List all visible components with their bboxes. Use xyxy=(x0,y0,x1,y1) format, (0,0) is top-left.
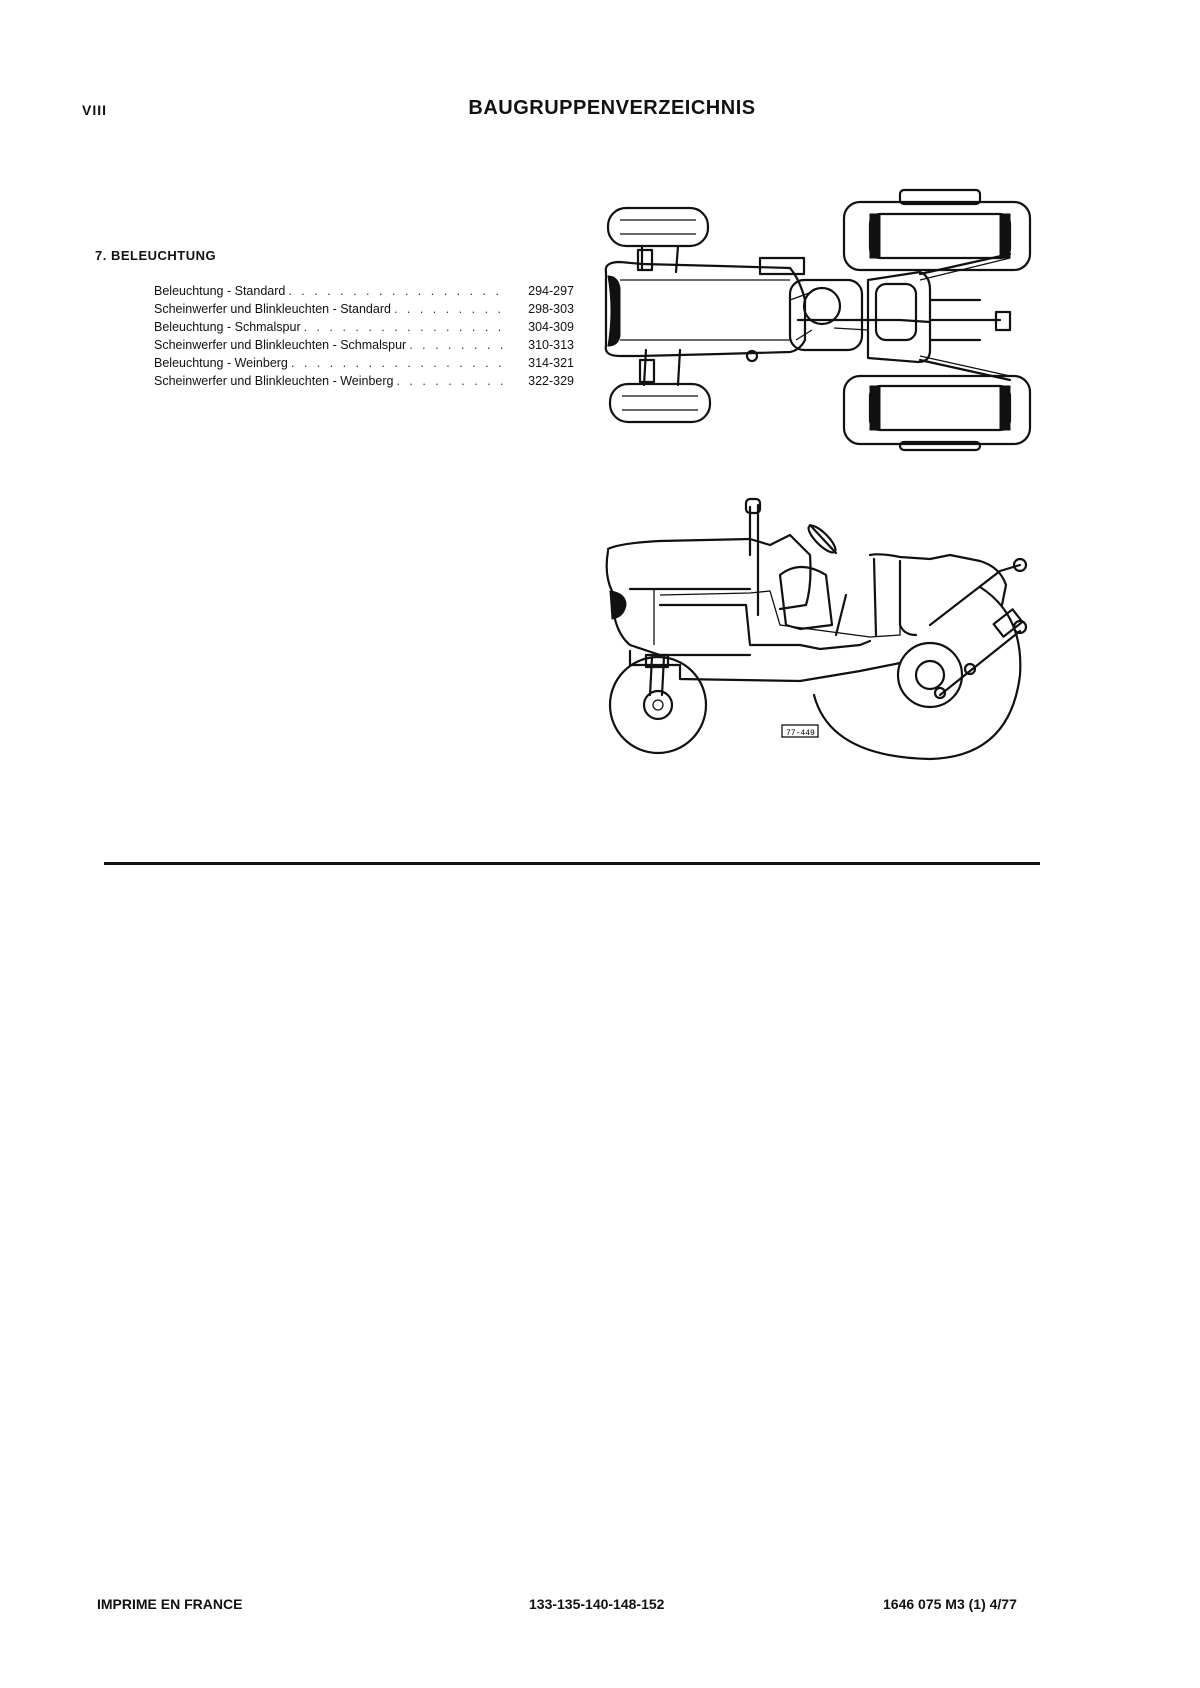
toc-entry-pages: 322-329 xyxy=(528,374,574,388)
toc-entry-pages: 314-321 xyxy=(528,356,574,370)
page-title: BAUGRUPPENVERZEICHNIS xyxy=(468,97,756,119)
toc-entry: Beleuchtung - Weinberg 314-321 xyxy=(154,354,574,372)
toc-entry-label: Scheinwerfer und Blinkleuchten - Standar… xyxy=(154,302,391,316)
dot-leader xyxy=(288,282,508,300)
toc-entry: Scheinwerfer und Blinkleuchten - Weinber… xyxy=(154,372,574,390)
footer-center: 133-135-140-148-152 xyxy=(529,1596,665,1612)
toc-entry-label: Beleuchtung - Schmalspur xyxy=(154,320,301,334)
footer-right: 1646 075 M3 (1) 4/77 xyxy=(883,1596,1017,1612)
toc-list: Beleuchtung - Standard 294-297 Scheinwer… xyxy=(154,282,574,390)
tractor-side-view-wiring-icon: 77-449 xyxy=(605,497,1028,761)
section-heading: 7. BELEUCHTUNG xyxy=(95,248,217,263)
dot-leader xyxy=(291,354,508,372)
toc-entry-label: Scheinwerfer und Blinkleuchten - Weinber… xyxy=(154,374,394,388)
toc-entry-pages: 304-309 xyxy=(528,320,574,334)
tractor-top-view-wiring-icon xyxy=(604,188,1032,452)
toc-entry: Scheinwerfer und Blinkleuchten - Schmals… xyxy=(154,336,574,354)
dot-leader xyxy=(394,300,508,318)
toc-entry: Beleuchtung - Standard 294-297 xyxy=(154,282,574,300)
toc-entry-pages: 310-313 xyxy=(528,338,574,352)
toc-entry: Scheinwerfer und Blinkleuchten - Standar… xyxy=(154,300,574,318)
dot-leader xyxy=(409,336,508,354)
toc-entry-pages: 298-303 xyxy=(528,302,574,316)
dot-leader xyxy=(396,372,508,390)
toc-entry-label: Beleuchtung - Standard xyxy=(154,284,286,298)
figure-label: 77-449 xyxy=(786,729,815,738)
footer-left: IMPRIME EN FRANCE xyxy=(97,1596,243,1612)
toc-entry-label: Scheinwerfer und Blinkleuchten - Schmals… xyxy=(154,338,407,352)
toc-entry-label: Beleuchtung - Weinberg xyxy=(154,356,288,370)
toc-entry-pages: 294-297 xyxy=(528,284,574,298)
toc-entry: Beleuchtung - Schmalspur 304-309 xyxy=(154,318,574,336)
dot-leader xyxy=(304,318,508,336)
horizontal-rule xyxy=(104,862,1040,865)
page-number: VIII xyxy=(82,102,108,118)
